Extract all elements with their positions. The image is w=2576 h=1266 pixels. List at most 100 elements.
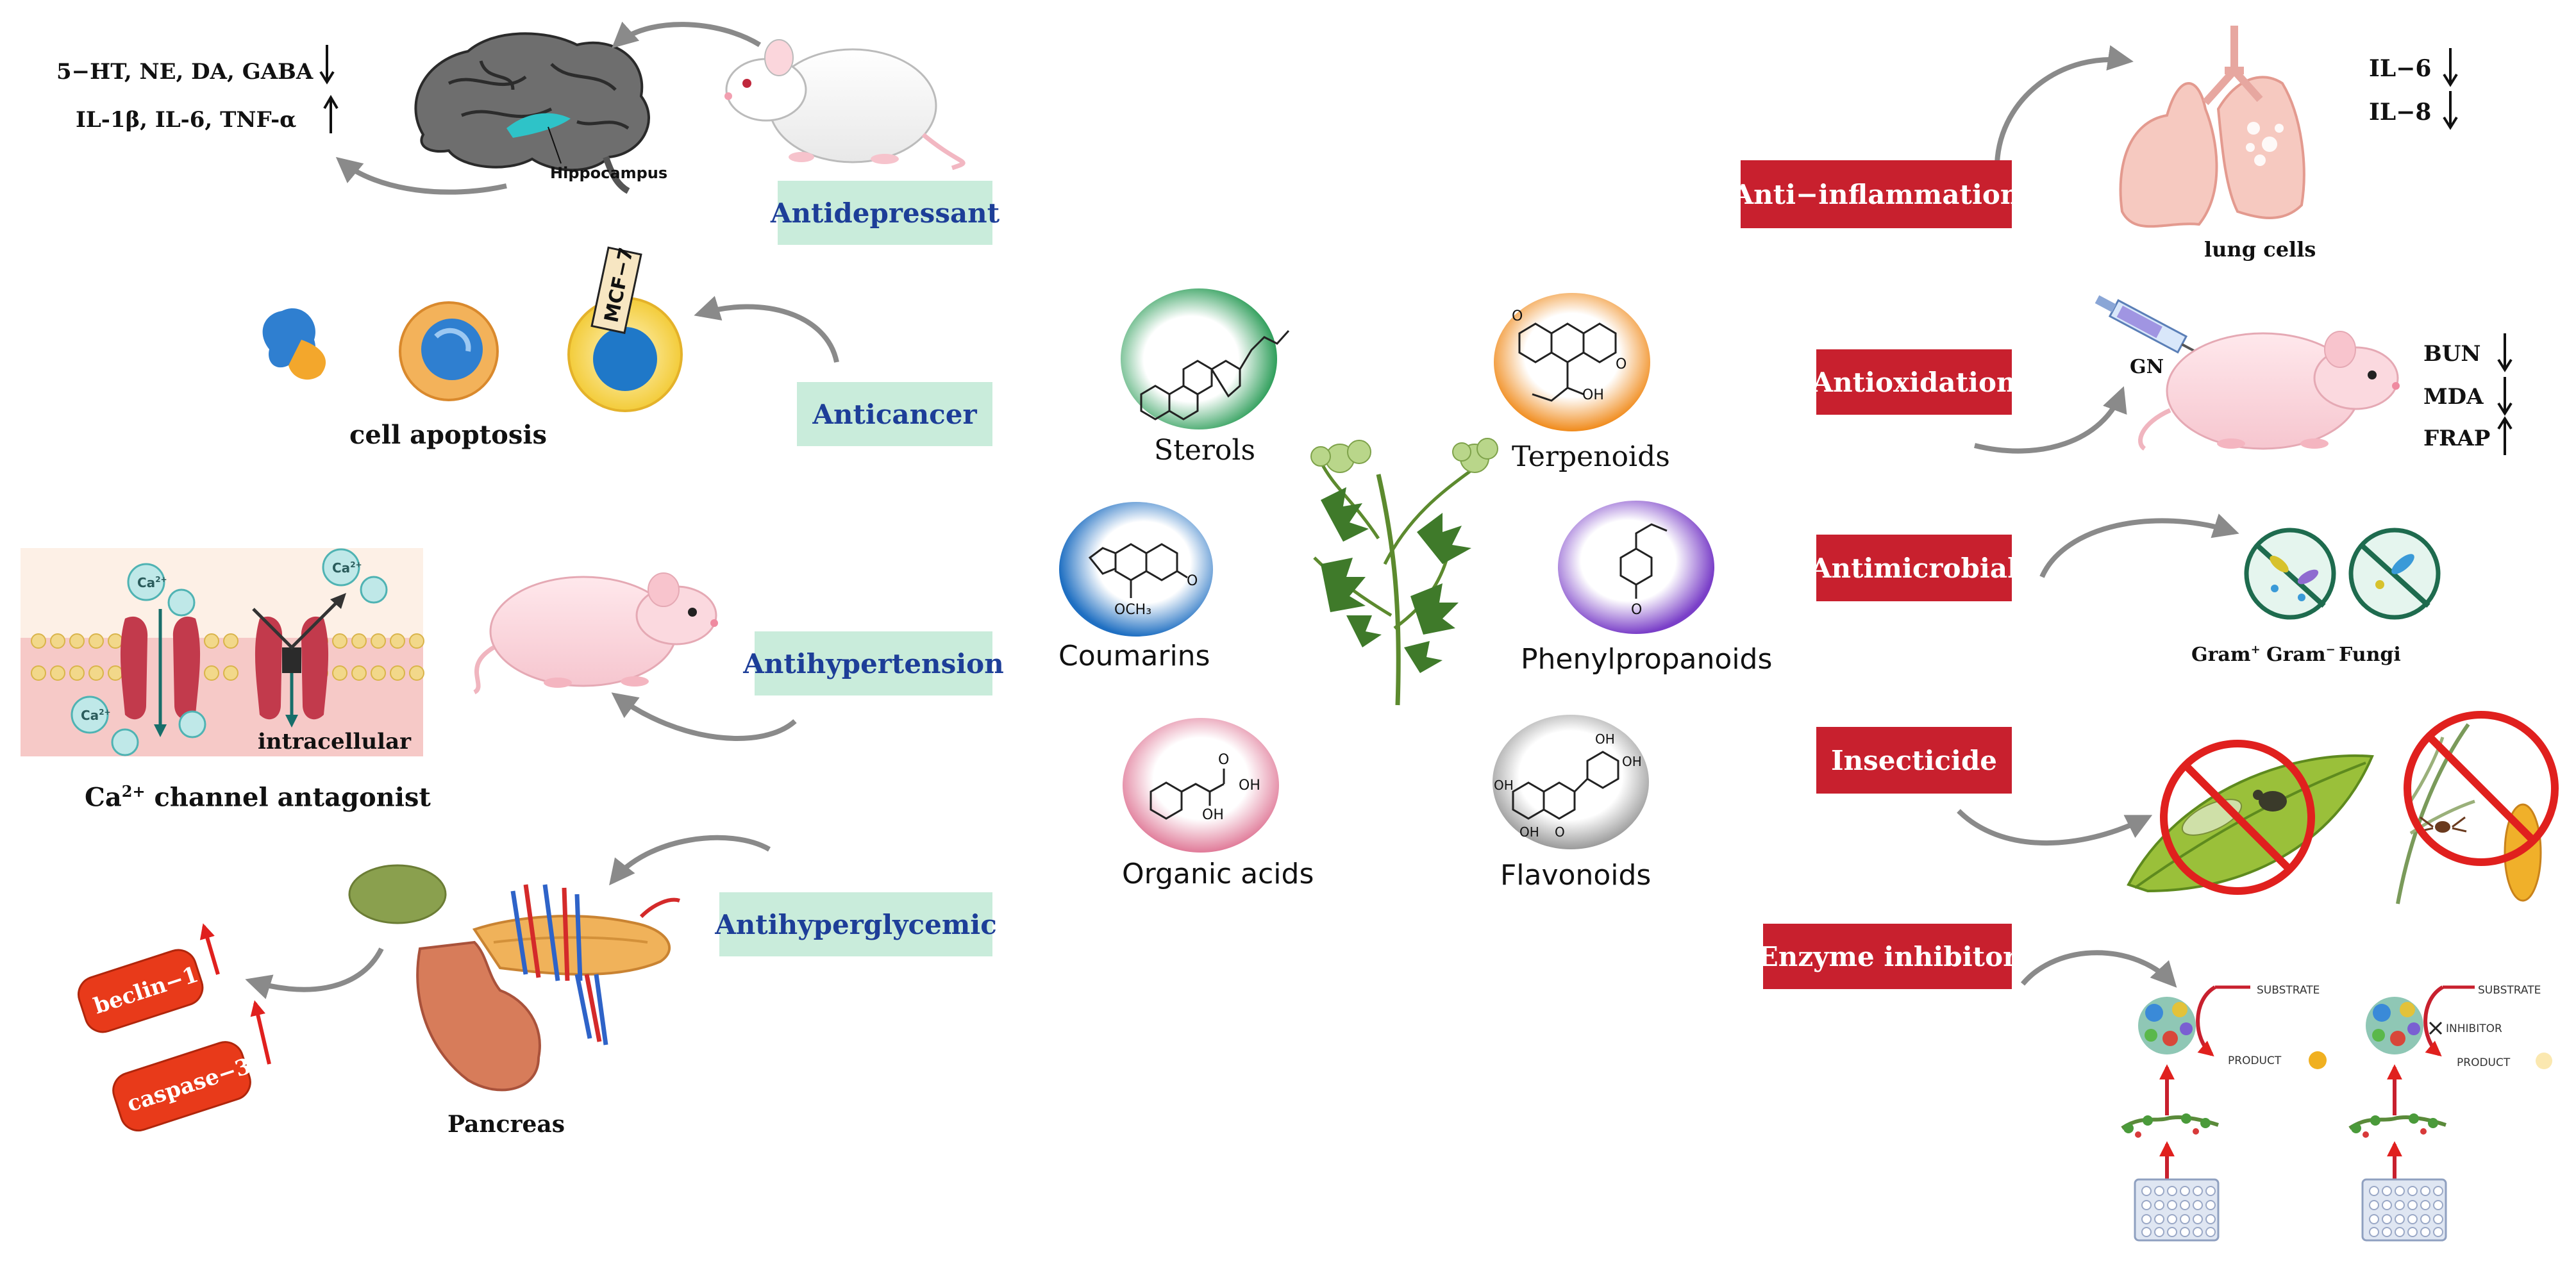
enzyme-icon (2366, 997, 2423, 1054)
down-arrow-icon (319, 45, 335, 85)
down-arrow-icon (2443, 48, 2458, 87)
lung-cells-label: lung cells (2204, 237, 2316, 262)
curved-arrow (694, 296, 839, 363)
gn-label: GN (2130, 356, 2164, 378)
rat-icon (724, 39, 966, 171)
svg-text:Gram−: Gram− (2266, 643, 2336, 666)
product-label: PRODUCT (2228, 1054, 2282, 1067)
curved-arrow (611, 692, 797, 741)
il-markers: IL−6 IL−8 (2369, 48, 2458, 130)
inhibitor-label: INHIBITOR (2446, 1022, 2502, 1035)
antihypertension-label: Antihypertension (743, 631, 1004, 695)
organic-acids-structure: OH OH O (1123, 718, 1279, 853)
phenylpropanoids-label: Phenylpropanoids (1521, 643, 1772, 676)
coumarins-structure: OCH₃ O (1059, 502, 1213, 637)
mcf7-cell-icon: MCF−7 (567, 246, 683, 412)
oh-label: OH (1239, 778, 1260, 794)
cytokine-line: IL-1β, IL-6, TNF-α (76, 107, 296, 133)
gram-negative-sign: − (2326, 643, 2336, 656)
terpenoids-label: Terpenoids (1512, 440, 1670, 473)
up-arrow-icon (199, 923, 220, 975)
beclin1-marker: beclin−1 (78, 949, 204, 1033)
enzyme-assay-inhibited: SUBSTRATE INHIBITOR PRODUCT (2348, 984, 2552, 1242)
enzyme-icon (2138, 997, 2196, 1054)
calcium-ions (71, 548, 388, 756)
down-arrow-icon (2443, 91, 2458, 130)
ion-channel-open (120, 616, 201, 720)
no-sign-icon (2404, 711, 2559, 866)
phenylpropanoids-structure: O (1558, 501, 1714, 634)
anti-inflammation-label: Anti−inflammation (1733, 160, 2020, 228)
caspase3-marker: caspase−3 (112, 1041, 254, 1132)
down-arrow-icon (2497, 377, 2513, 416)
fungi-label: Fungi (2339, 644, 2401, 666)
up-arrow-icon (323, 95, 339, 133)
svg-text:Gram+: Gram+ (2191, 643, 2261, 666)
substrate-label: SUBSTRATE (2478, 984, 2541, 997)
brain-icon (414, 32, 650, 194)
antidepressant-panel: Hippocampus 5−HT, NE, DA, GABA IL-1β, IL… (56, 21, 966, 195)
insecticide-panel (1957, 711, 2559, 904)
oxidative-markers: BUN MDA FRAP (2423, 341, 2490, 451)
oh-label: OH (1494, 778, 1514, 793)
anticancer-label: Anticancer (797, 382, 992, 446)
gram-positive-label: Gram (2191, 644, 2251, 666)
il6-label: IL−6 (2369, 55, 2431, 82)
ion-charge: 2+ (155, 575, 167, 584)
oh-label: OH (1202, 807, 1224, 823)
plant-icon (1310, 438, 1498, 706)
frap-label: FRAP (2423, 426, 2490, 451)
ion-label: Ca (81, 708, 99, 723)
ion-label: Ca (332, 560, 350, 576)
il8-label: IL−8 (2369, 99, 2431, 126)
enzyme-inhibitor-panel: SUBSTRATE PRODUCT SUBSTRATE (2020, 950, 2552, 1242)
curved-arrow (245, 947, 384, 999)
mda-label: MDA (2423, 384, 2484, 410)
anticancer-panel: MCF−7 (262, 246, 839, 412)
flavonoids-label: Flavonoids (1500, 859, 1651, 892)
o-label: O (1512, 308, 1523, 324)
neurotransmitter-text: 5−HT, NE, DA, GABA IL-1β, IL-6, TNF-α (56, 45, 339, 133)
curved-arrow (609, 835, 771, 886)
antimicrobial-panel: Gram+ Gram− Fungi (2039, 513, 2441, 666)
gram-negative-icon (2348, 528, 2441, 620)
antimicrobial-label: Antimicrobial (1811, 535, 2018, 601)
oh-label: OH (1595, 731, 1615, 747)
antihyperglycemic-label: Antihyperglycemic (715, 892, 997, 956)
anti-inflammation-panel: lung cells IL−6 IL−8 (1995, 26, 2458, 262)
down-arrow-icon (2497, 333, 2513, 372)
up-arrow-icon (2497, 416, 2513, 455)
gram-positive-sign: + (2251, 643, 2261, 656)
compound-classes: Sterols OH O O Terpenoids (1058, 288, 1772, 892)
antidepressant-label: Antidepressant (771, 181, 999, 245)
enzyme-assay-normal: SUBSTRATE PRODUCT (2121, 984, 2327, 1242)
oh-label: OH (1622, 754, 1642, 769)
enzyme-inhibitor-label: Enzyme inhibitor (1758, 924, 2017, 989)
oh-label: OH (1519, 824, 1539, 840)
ion-channel-blocked (255, 616, 329, 720)
rat-icon (473, 572, 718, 695)
lipid-bilayer (31, 633, 424, 681)
curved-arrow (1974, 386, 2127, 454)
curved-arrow (335, 156, 507, 195)
substrate-label: SUBSTRATE (2257, 984, 2320, 997)
svg-text:Ca2+: Ca2+ (81, 708, 111, 723)
och3-label: OCH₃ (1114, 602, 1151, 618)
curved-arrow (1995, 45, 2134, 164)
sterols-structure (1121, 288, 1290, 429)
channel-antagonist-text: channel antagonist (145, 782, 431, 813)
coumarins-label: Coumarins (1058, 640, 1210, 672)
curved-arrow (2020, 950, 2177, 988)
no-sign-icon (2160, 740, 2315, 895)
gram-positive-icon (2244, 528, 2336, 620)
rat-icon (2138, 331, 2400, 451)
ion-charge: 2+ (99, 708, 110, 717)
organic-acids-label: Organic acids (1122, 858, 1314, 890)
o-label: O (1187, 573, 1198, 589)
calcium-channel-caption: Ca2+ channel antagonist (85, 782, 431, 812)
cell-apoptosis-label: cell apoptosis (349, 420, 548, 450)
o-label: O (1218, 752, 1229, 768)
hippocampus-label: Hippocampus (550, 164, 667, 182)
antihyperglycemic-panel: Pancreas beclin−1 caspase−3 (78, 835, 771, 1138)
